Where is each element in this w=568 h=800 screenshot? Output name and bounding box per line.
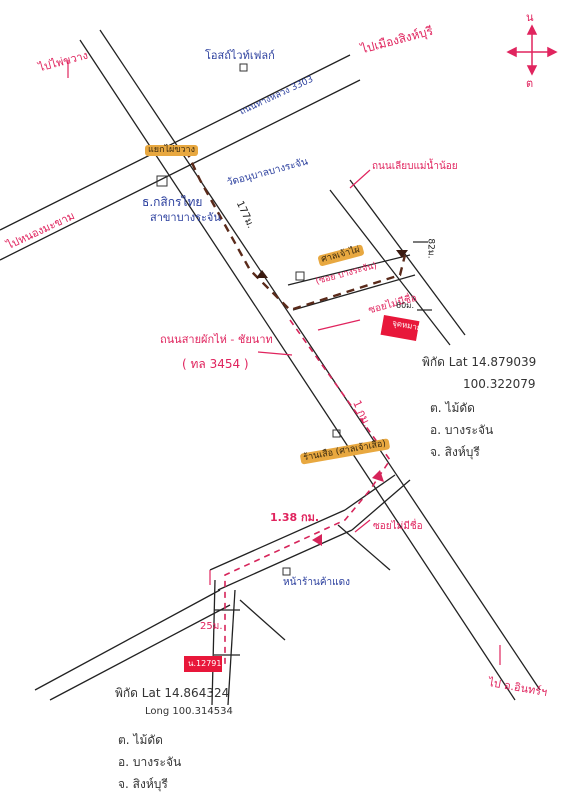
route-path <box>184 149 408 665</box>
route-arrow-2 <box>396 250 408 258</box>
compass-rose-icon <box>506 24 558 76</box>
coords-bottom-amphoe: อ. บางระจัน <box>118 755 182 769</box>
destination-marker-bottom <box>184 656 222 672</box>
pointer-arrows <box>67 60 501 665</box>
label-junction-top: แยกไผ่ขวาง <box>145 145 198 156</box>
label-dist-138: 1.38 กม. <box>270 511 320 524</box>
coords-bottom-tambon: ต. ไม้ดัด <box>118 733 163 747</box>
coords-top-amphoe: อ. บางระจัน <box>430 423 494 437</box>
coords-bottom-changwat: จ. สิงห์บุรี <box>118 777 168 791</box>
landmark-squares <box>156 63 341 576</box>
label-highway-code: ( ทล 3454 ) <box>182 357 249 371</box>
label-river-road: ถนนเลียบแม่น้ำน้อย <box>372 161 458 172</box>
route-arrow-4 <box>312 534 322 546</box>
coords-bottom-long: Long 100.314534 <box>145 706 233 717</box>
label-bank-branch: สาขาบางระจัน <box>150 211 221 224</box>
route-red-segment <box>224 319 391 665</box>
coords-bottom-lat: พิกัด Lat 14.864324 <box>115 686 230 700</box>
label-highway-name: ถนนสายผักไห่ - ชัยนาท <box>160 333 273 346</box>
label-plot-top-dist: 60ม. <box>396 301 414 310</box>
route-dark-segment <box>184 149 407 312</box>
route-arrow-3 <box>372 470 384 482</box>
compass-south-label: ต <box>526 77 534 90</box>
label-alley-lower: ซอยไม่มีชื่อ <box>373 521 423 532</box>
coords-top-changwat: จ. สิงห์บุรี <box>430 445 480 459</box>
label-shop-lower: หน้าร้านค้าแดง <box>283 577 350 588</box>
label-bank: ธ.กสิกรไทย <box>142 195 203 209</box>
coords-top-long: 100.322079 <box>463 377 536 391</box>
compass-north-label: น <box>526 11 534 24</box>
coords-top-tambon: ต. ไม้ดัด <box>430 401 475 415</box>
distance-markers <box>214 241 432 656</box>
label-dist-25: 25ม. <box>200 621 223 632</box>
route-arrow-1 <box>256 270 268 278</box>
label-plot-bottom-tag: น.12791 <box>188 659 222 668</box>
label-hotel: โอสถ์ไวท์เฟลก์ <box>205 49 275 62</box>
label-dist-82: 82ม. <box>425 238 436 259</box>
destination-marker-top <box>380 315 420 341</box>
coords-top-lat: พิกัด Lat 14.879039 <box>422 355 537 369</box>
